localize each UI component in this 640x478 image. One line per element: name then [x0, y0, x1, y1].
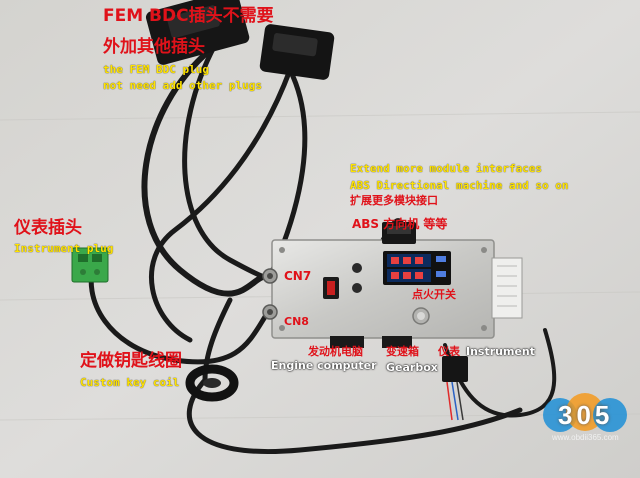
instrument-connector — [442, 356, 468, 421]
gearbox-cn: 变速箱 — [386, 345, 419, 358]
fem-bdc-connector-right — [259, 24, 335, 80]
cn7-label: CN7 — [284, 269, 312, 283]
extend-modules-en: Extend more module interfaces — [350, 162, 543, 175]
instrument-plug-cn: 仪表插头 — [14, 218, 82, 238]
watermark-logo — [543, 393, 627, 432]
fem-bdc-note-en-2: not need add other plugs — [103, 79, 262, 92]
fem-bdc-subtitle: 外加其他插头 — [103, 37, 205, 57]
gearbox-connector — [382, 336, 412, 348]
fem-bdc-note-en-1: the FEM BDC plug — [103, 63, 209, 76]
instrument-en: Instrument — [466, 345, 535, 358]
instrument-plug-en: Instrument plug — [14, 242, 114, 255]
fem-bdc-connector-left — [145, 0, 250, 65]
gearbox-en: Gearbox — [386, 361, 438, 374]
key-coil-cn: 定做钥匙线圈 — [80, 351, 182, 371]
cn8-label: CN8 — [284, 315, 309, 328]
extend-modules-cn: 扩展更多模块接口 — [350, 194, 438, 207]
cn8-connector — [262, 304, 278, 320]
engine-connector — [330, 336, 364, 348]
cn7-connector — [262, 268, 278, 284]
abs-directional-cn: ABS 方向机 等等 — [352, 217, 448, 231]
engine-computer-cn: 发动机电脑 — [308, 345, 363, 358]
key-coil — [185, 364, 239, 402]
instrument-plug-green — [71, 247, 109, 283]
ignition-switch-label: 点火开关 — [412, 288, 456, 301]
instrument-cn: 仪表 — [438, 345, 460, 358]
abs-directional-en: ABS Directional machine and so on — [350, 179, 569, 192]
watermark-digits: 305 — [558, 400, 614, 430]
watermark-url: www.obdii365.com — [552, 433, 619, 442]
extension-connector-top — [382, 222, 416, 244]
engine-computer-en: Engine computer — [271, 359, 377, 372]
fem-bdc-title: FEM BDC插头不需要 — [103, 6, 274, 26]
main-metal-box — [271, 239, 523, 339]
key-coil-en: Custom key coil — [80, 376, 180, 389]
